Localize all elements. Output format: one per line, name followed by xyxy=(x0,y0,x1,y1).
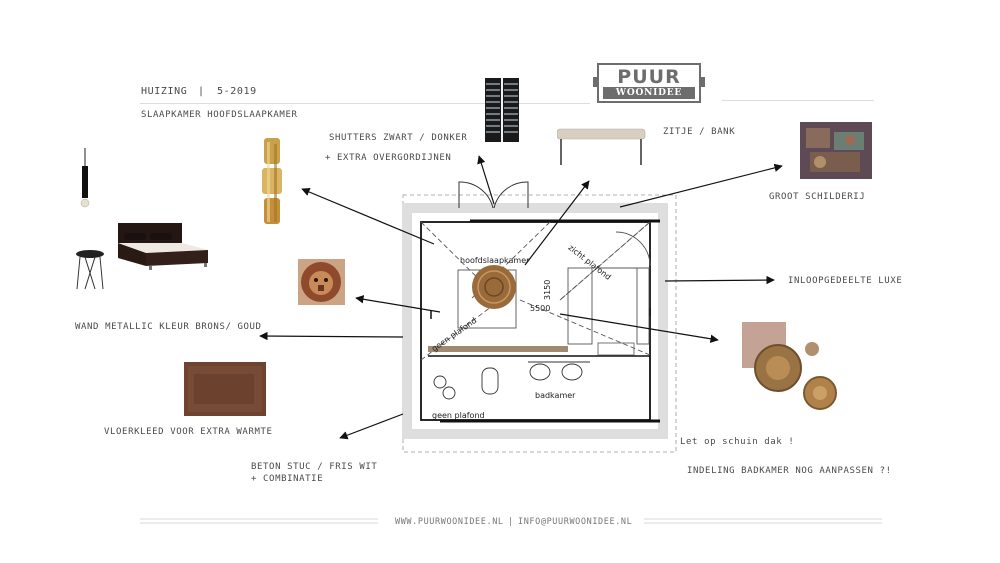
arrow-chandelier xyxy=(301,188,435,245)
plan-plafond-bottom: geen plafond xyxy=(432,411,485,420)
bath-plan-2 xyxy=(442,386,456,400)
header-date: 5-2019 xyxy=(217,86,257,97)
header-rule xyxy=(140,103,590,104)
label-beton-1: BETON STUC / FRIS WIT xyxy=(251,462,378,472)
footer-website[interactable]: WWW.PUURWOONIDEE.NL xyxy=(395,517,504,527)
painting-image xyxy=(800,122,872,179)
arrow-beton xyxy=(339,413,404,440)
label-schilderij: GROOT SCHILDERIJ xyxy=(769,192,866,202)
door-swing-right xyxy=(493,181,529,209)
logo-line-1: PUUR xyxy=(617,66,681,88)
door-swing-left xyxy=(458,181,494,209)
footer-separator: | xyxy=(508,517,514,527)
label-inloop: INLOOPGEDEELTE LUXE xyxy=(788,276,903,286)
label-schuin-dak: Let op schuin dak ! xyxy=(680,437,795,447)
header-subtitle: SLAAPKAMER HOOFDSLAAPKAMER xyxy=(141,110,298,120)
label-beton-2: + COMBINATIE xyxy=(251,474,324,484)
arrow-wand xyxy=(259,331,404,341)
plan-dim-horizontal: 5500 xyxy=(530,304,551,313)
arrow-pendant xyxy=(524,180,590,266)
plan-dim-vertical: 3150 xyxy=(543,279,552,300)
label-wand: WAND METALLIC KLEUR BRONS/ GOUD xyxy=(75,322,262,332)
wardrobe-plan xyxy=(567,267,593,345)
shutters-image xyxy=(485,78,519,142)
footer-email[interactable]: INFO@PUURWOONIDEE.NL xyxy=(518,517,633,527)
logo-tab-left xyxy=(593,77,597,87)
sink-plan-1 xyxy=(529,363,551,381)
divider-wall xyxy=(428,346,568,352)
logo-tab-right xyxy=(701,77,705,87)
side-table-image xyxy=(76,250,104,290)
mood-palette-image xyxy=(742,322,837,410)
arrow-artwork xyxy=(355,295,441,313)
header-rule-right xyxy=(722,100,874,101)
toilet-plan xyxy=(481,367,499,395)
label-badkamer-note: INDELING BADKAMER NOG AANPASSEN ?! xyxy=(687,466,892,476)
arrow-palette xyxy=(559,313,719,343)
header-project: HUIZING xyxy=(141,86,188,97)
rug-image xyxy=(184,362,266,416)
chandelier-image xyxy=(262,138,282,224)
arrow-shutters xyxy=(477,155,495,205)
plan-bathroom-label: badkamer xyxy=(535,391,576,400)
sink-plan-2 xyxy=(561,363,583,381)
label-zitje: ZITJE / BANK xyxy=(663,127,736,137)
shower-tray xyxy=(597,342,635,356)
inloop-door-swing xyxy=(615,231,651,267)
header-separator: | xyxy=(198,86,205,97)
label-shutters: SHUTTERS ZWART / DONKER xyxy=(329,133,468,143)
plan-room-label: hoofdslaapkamer xyxy=(460,256,530,265)
pendant-lamp-image xyxy=(80,148,90,208)
label-vloerkleed: VLOERKLEED VOOR EXTRA WARMTE xyxy=(104,427,273,437)
box-spring-bed-image xyxy=(118,223,208,270)
plan-wall xyxy=(402,203,668,439)
bath-plan-1 xyxy=(433,375,447,389)
logo-line-2: WOONIDEE xyxy=(603,87,695,99)
lion-artwork-image xyxy=(298,259,345,305)
bench-image xyxy=(557,128,646,165)
arrow-painting xyxy=(619,163,783,208)
arrow-inloop xyxy=(664,275,775,285)
puur-woonidee-logo: PUUR WOONIDEE xyxy=(593,63,705,103)
closet-plan xyxy=(636,267,650,345)
label-overgordijnen: + EXTRA OVERGORDIJNEN xyxy=(325,153,452,163)
